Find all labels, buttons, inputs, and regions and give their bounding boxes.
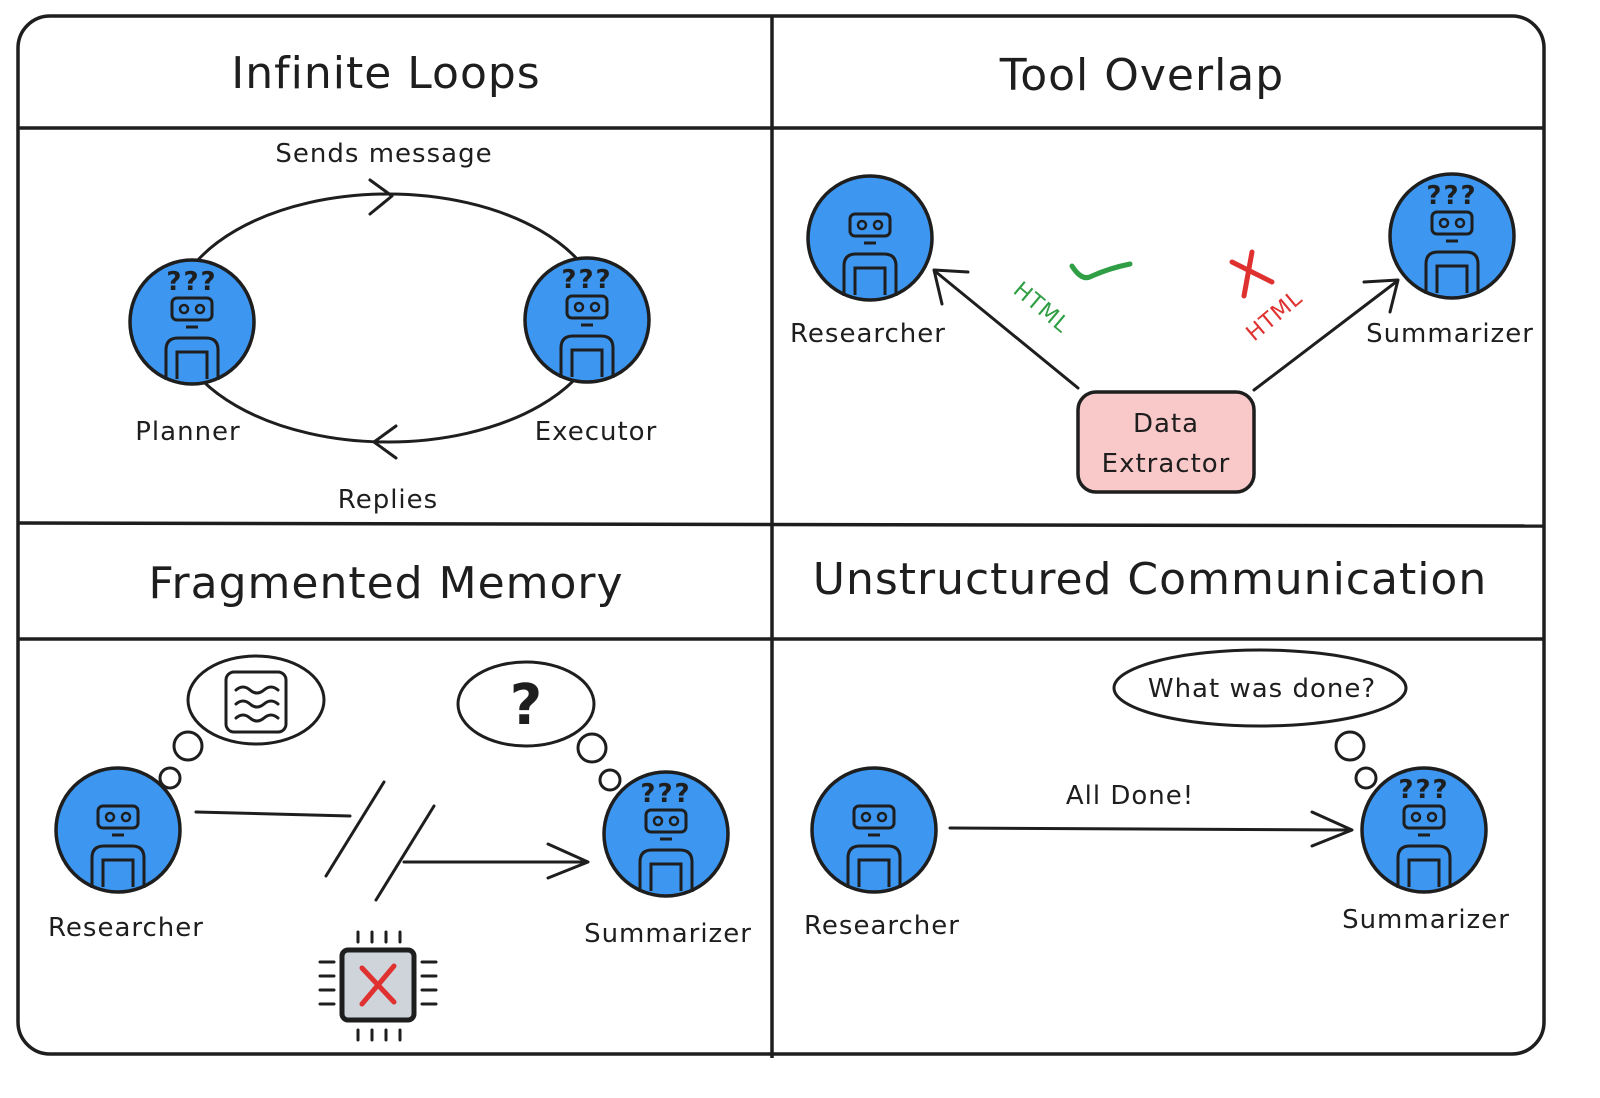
thought-dot-small: [1354, 766, 1378, 790]
panel-title-unstructured-communication: Unstructured Communication: [813, 554, 1487, 605]
planner-agent-icon: ???: [128, 258, 256, 386]
summarizer-agent-icon: ???: [1360, 766, 1488, 894]
message-label: All Done!: [1066, 781, 1194, 811]
cross-icon: [1229, 249, 1275, 299]
executor-agent-icon: ???: [523, 256, 651, 384]
summarizer-agent-icon: ???: [602, 770, 730, 898]
panel-unstructured-communication: Unstructured Communication Researcher ??…: [804, 554, 1510, 941]
message-arrow-head: [1310, 810, 1354, 848]
summarizer-label: Summarizer: [584, 919, 752, 949]
researcher-label: Researcher: [790, 319, 946, 349]
summarizer-label: Summarizer: [1342, 905, 1510, 935]
accepted-format-label: HTML: [1008, 277, 1074, 338]
researcher-label: Researcher: [804, 911, 960, 941]
middle-divider: [17, 521, 1545, 528]
panel-title-tool-overlap: Tool Overlap: [999, 50, 1284, 101]
question-mark: ?: [510, 673, 542, 738]
loop-bottom-label: Replies: [338, 485, 438, 515]
arrow-head-summarizer: [1362, 278, 1400, 314]
arrow-to-summarizer: [1252, 280, 1398, 392]
thought-bubble-left: [186, 654, 326, 746]
thought-dot-large: [576, 732, 608, 764]
summarizer-agent-icon: ???: [1388, 172, 1516, 300]
wavy-notes-icon: [224, 670, 288, 734]
broken-chip-icon: [318, 930, 438, 1042]
confused-mark: ???: [1426, 181, 1477, 211]
confused-mark: ???: [640, 779, 691, 809]
break-slash-2: [374, 804, 436, 902]
researcher-agent-icon: [54, 766, 182, 894]
thought-bubble: [1112, 648, 1408, 728]
data-extractor-label-line2: Extractor: [1102, 449, 1231, 479]
thought-dot-large: [172, 730, 204, 762]
panel-infinite-loops: Infinite Loops Sends message Replies ???…: [128, 48, 658, 515]
connection-arrow-head: [546, 842, 590, 880]
thought-dot-small: [598, 768, 622, 792]
researcher-label: Researcher: [48, 913, 204, 943]
outer-frame: [16, 14, 1546, 1056]
confused-mark: ???: [166, 267, 217, 297]
loop-arrow-right: [368, 178, 394, 216]
data-extractor-label-line1: Data: [1133, 409, 1199, 439]
check-icon: [1069, 261, 1133, 281]
researcher-agent-icon: [806, 174, 934, 302]
loop-arrow-left: [372, 424, 398, 460]
thought-bubble-right: [456, 660, 596, 748]
message-arrow: [948, 826, 1352, 832]
summarizer-label: Summarizer: [1366, 319, 1534, 349]
panel-fragmented-memory: Fragmented Memory Researcher ??? Summari…: [48, 558, 752, 1042]
arrow-head-researcher: [932, 268, 970, 306]
connection-line-left: [194, 810, 352, 818]
panel-title-fragmented-memory: Fragmented Memory: [148, 558, 623, 609]
panel-title-infinite-loops: Infinite Loops: [231, 48, 540, 99]
thought-dot-small: [158, 766, 182, 790]
thought-text: What was done?: [1148, 674, 1376, 704]
researcher-agent-icon: [810, 766, 938, 894]
confused-mark: ???: [1398, 775, 1449, 805]
break-slash-1: [324, 780, 386, 878]
arrow-to-researcher: [934, 270, 1080, 390]
thought-dot-large: [1334, 730, 1366, 762]
rejected-format-label: HTML: [1242, 286, 1308, 347]
loop-top-label: Sends message: [275, 139, 492, 169]
executor-label: Executor: [535, 417, 658, 447]
planner-label: Planner: [135, 417, 240, 447]
data-extractor-box: [1076, 390, 1256, 494]
panel-tool-overlap: Tool Overlap Researcher ??? Summarizer H…: [790, 50, 1534, 494]
confused-mark: ???: [561, 265, 612, 295]
